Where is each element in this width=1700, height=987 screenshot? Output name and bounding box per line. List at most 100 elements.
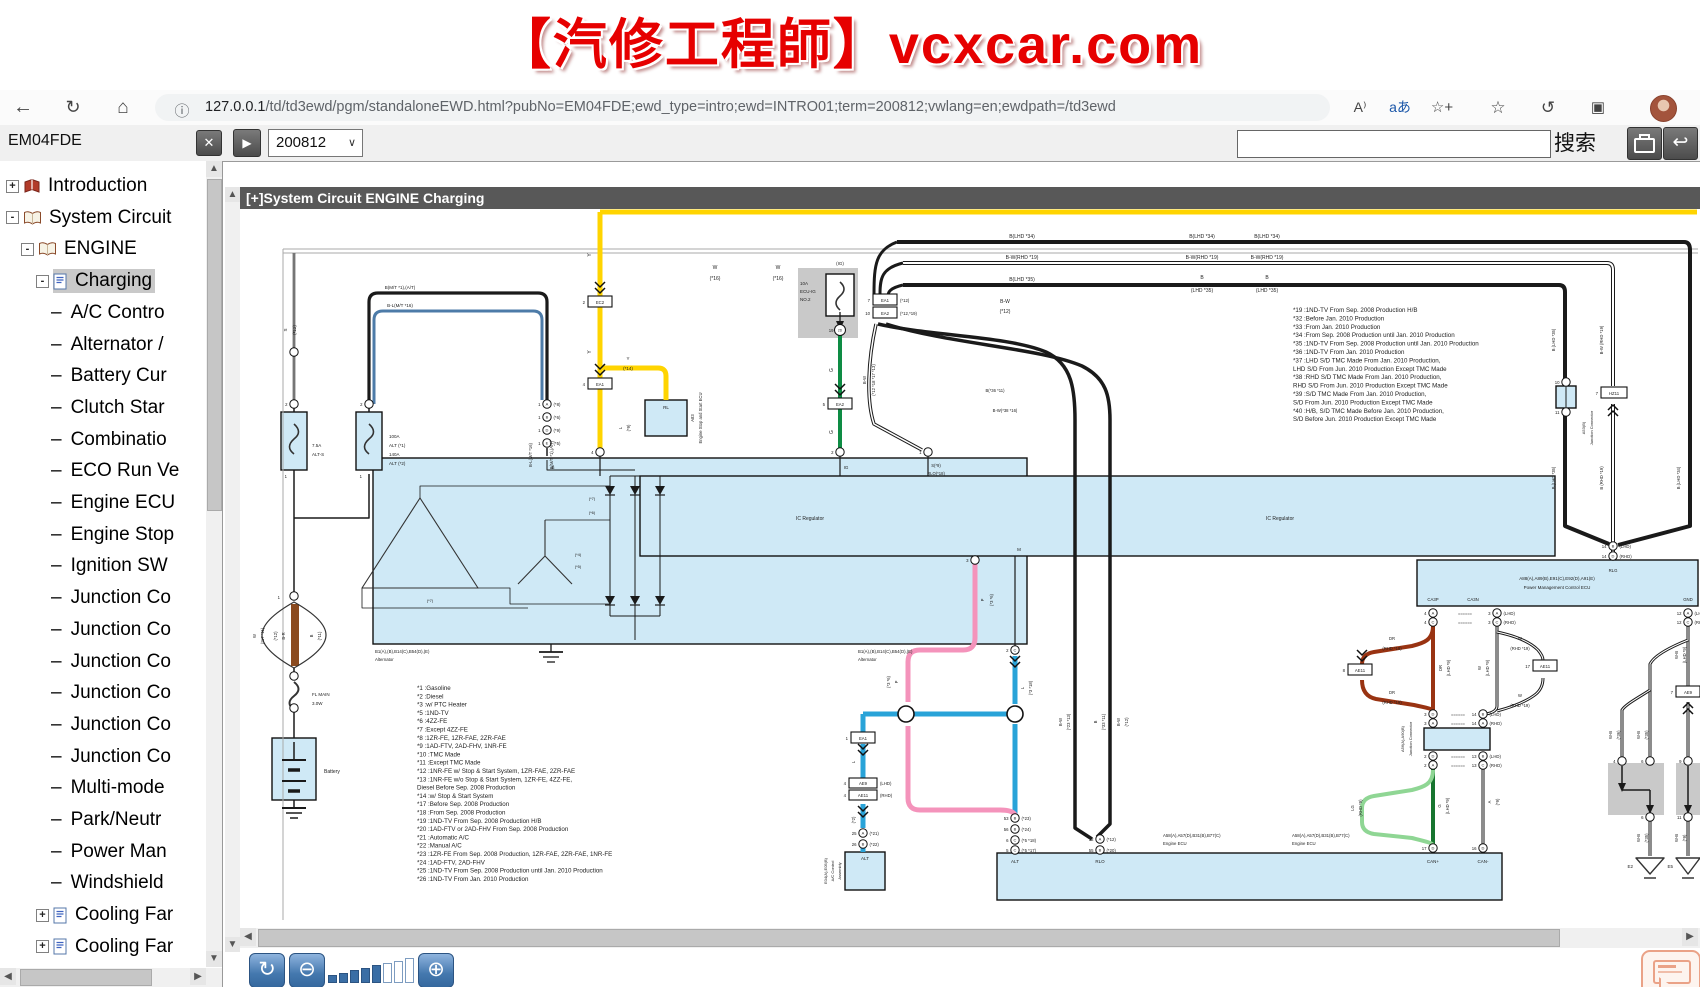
- wiring-diagram[interactable]: EC22EA14EA25EA17(*12)EA210(*12,*19)EA11A…: [240, 203, 1700, 925]
- svg-text:(*16): (*16): [773, 276, 784, 282]
- svg-text:10A: 10A: [800, 281, 808, 286]
- svg-text:B(*36 *11): B(*36 *11): [985, 388, 1005, 393]
- tree-item-battery-cur[interactable]: –Battery Cur: [51, 365, 167, 387]
- address-bar[interactable]: ⓘ 127.0.0.1/td/td3ewd/pgm/standaloneEWD.…: [155, 94, 1453, 121]
- svg-text:(*14): (*14): [623, 366, 633, 371]
- diagram-hscrollbar[interactable]: ◀ ▶: [240, 928, 1700, 948]
- browser-toolbar: ← ↻ ⌂ ⓘ 127.0.0.1/td/td3ewd/pgm/standalo…: [0, 90, 1700, 126]
- svg-text:*5 :1ND-TV: *5 :1ND-TV: [417, 710, 450, 717]
- home-icon[interactable]: ⌂: [117, 97, 129, 118]
- tree-item-a-c-contro[interactable]: –A/C Contro: [51, 301, 165, 323]
- capture-icon[interactable]: ▣: [1590, 99, 1606, 116]
- chevron-down-icon: ∨: [347, 137, 356, 149]
- tree-item-introduction[interactable]: +Introduction: [6, 171, 150, 201]
- svg-text:3: 3: [1424, 721, 1427, 726]
- tree-item-system-circuit[interactable]: -System Circuit: [6, 203, 174, 233]
- svg-text:Power Management Control ECU: Power Management Control ECU: [1524, 585, 1591, 590]
- reset-view-button[interactable]: ↻: [249, 953, 285, 987]
- refresh-icon[interactable]: ↻: [65, 97, 81, 117]
- svg-text:12: 12: [1677, 620, 1682, 625]
- svg-text:(*22): (*22): [870, 842, 880, 847]
- url-text[interactable]: 127.0.0.1/td/td3ewd/pgm/standaloneEWD.ht…: [205, 99, 1116, 115]
- tree-item-eco-run-ve[interactable]: –ECO Run Ve: [51, 460, 180, 482]
- svg-text:4: 4: [591, 450, 594, 455]
- term-dropdown[interactable]: 200812∨: [268, 129, 363, 157]
- read-aloud-icon[interactable]: A⁾: [1353, 99, 1367, 115]
- close-button[interactable]: ✕: [196, 130, 222, 156]
- tree-item-cooling-far[interactable]: +Cooling Far: [36, 932, 176, 962]
- svg-text:B-W(RHD *19): B-W(RHD *19): [1006, 255, 1039, 261]
- return-button[interactable]: ↩: [1663, 127, 1698, 160]
- feedback-chat-icon[interactable]: [1641, 950, 1700, 987]
- svg-text:Y: Y: [626, 356, 629, 361]
- tree-item-power-man[interactable]: –Power Man: [51, 840, 167, 862]
- publication-tab-label: EM04FDE: [8, 132, 82, 149]
- tree-item-cooling-far[interactable]: +Cooling Far: [36, 900, 176, 930]
- print-button[interactable]: [1627, 127, 1662, 160]
- add-favorite-icon[interactable]: ☆+: [1430, 99, 1454, 116]
- translate-icon[interactable]: aあ: [1389, 99, 1411, 115]
- svg-text:(LHD): (LHD): [1490, 712, 1502, 717]
- svg-text:EA1: EA1: [881, 298, 890, 303]
- svg-text:2: 2: [583, 300, 586, 305]
- expand-icon[interactable]: +: [36, 940, 49, 954]
- svg-text:AE11: AE11: [1540, 664, 1551, 669]
- sidebar-hscrollbar[interactable]: ◀ ▶: [0, 968, 222, 987]
- svg-text:*37 :LHD S/D TMC Made From Jan: *37 :LHD S/D TMC Made From Jan. 2010 Pro…: [1293, 357, 1441, 364]
- svg-text:B: B: [1482, 754, 1485, 759]
- svg-text:1: 1: [919, 450, 922, 455]
- tree-item-park-neutr[interactable]: –Park/Neutr: [51, 809, 162, 830]
- svg-text:*22 :Manual A/C: *22 :Manual A/C: [417, 843, 462, 850]
- collapse-icon[interactable]: -: [21, 242, 34, 256]
- svg-text:D: D: [1432, 712, 1435, 717]
- expand-icon[interactable]: +: [6, 179, 19, 193]
- favorites-icon[interactable]: ☆: [1490, 98, 1506, 117]
- leaf-dash: –: [51, 460, 62, 482]
- svg-text:Junction Connector: Junction Connector: [1408, 721, 1413, 756]
- site-info-icon[interactable]: ⓘ: [174, 103, 190, 120]
- zoom-in-button[interactable]: ⊕: [418, 953, 454, 987]
- diagram-vscrollbar[interactable]: ▲ ▼: [225, 187, 240, 952]
- zoom-level-indicator[interactable]: [328, 953, 416, 986]
- tree-item-junction-co[interactable]: –Junction Co: [51, 650, 171, 672]
- expand-icon[interactable]: [+]: [246, 190, 264, 206]
- tree-item-clutch-star[interactable]: –Clutch Star: [51, 396, 165, 418]
- play-button[interactable]: ▶: [233, 129, 261, 157]
- sidebar-vscrollbar[interactable]: ▲ ▼: [206, 161, 222, 967]
- svg-text:16: 16: [1472, 846, 1477, 851]
- svg-text:*34 :From Sep. 2008 Production: *34 :From Sep. 2008 Production until Jan…: [1293, 332, 1455, 339]
- tree-item-alternator-[interactable]: –Alternator /: [51, 333, 164, 355]
- tree-item-junction-co[interactable]: –Junction Co: [51, 682, 171, 704]
- svg-text:14: 14: [1472, 712, 1477, 717]
- svg-text:Assembly: Assembly: [837, 862, 842, 879]
- profile-avatar[interactable]: [1650, 95, 1677, 122]
- svg-text:Alternator: Alternator: [375, 657, 394, 662]
- history-icon[interactable]: ↺: [1540, 98, 1556, 117]
- svg-text:(LHD): (LHD): [880, 781, 892, 786]
- tree-item-junction-co[interactable]: –Junction Co: [51, 745, 171, 767]
- expand-icon[interactable]: +: [36, 908, 49, 922]
- svg-text:B-L(M/T *16): B-L(M/T *16): [528, 442, 533, 466]
- zoom-out-button[interactable]: ⊖: [289, 953, 325, 987]
- tree-item-ignition-sw[interactable]: –Ignition SW: [51, 555, 168, 577]
- tree-item-windshield[interactable]: –Windshield: [51, 872, 164, 894]
- tree-item-junction-co[interactable]: –Junction Co: [51, 587, 171, 609]
- tree-item-multi-mode[interactable]: –Multi-mode: [51, 777, 165, 799]
- svg-text:*1 :Gasoline: *1 :Gasoline: [417, 685, 451, 692]
- tree-item-junction-co[interactable]: –Junction Co: [51, 713, 171, 735]
- collapse-icon[interactable]: -: [6, 211, 19, 225]
- search-label[interactable]: 搜索: [1554, 132, 1596, 155]
- banner-text: 【汽修工程師】vcxcar.com: [496, 15, 1204, 75]
- back-icon[interactable]: ←: [13, 96, 33, 118]
- tree-item-engine-stop[interactable]: –Engine Stop: [51, 523, 175, 545]
- tree-item-junction-co[interactable]: –Junction Co: [51, 618, 171, 640]
- svg-text:*13 :1NR-FE w/o Stop & Start S: *13 :1NR-FE w/o Stop & Start System, 1ZR…: [417, 776, 572, 783]
- tree-item-engine-ecu[interactable]: –Engine ECU: [51, 492, 176, 513]
- tree-item-combinatio[interactable]: –Combinatio: [51, 428, 167, 450]
- tree-item-engine[interactable]: -ENGINE: [21, 234, 140, 264]
- search-input[interactable]: [1237, 130, 1551, 158]
- svg-text:(RHD *9): (RHD *9): [1358, 799, 1363, 817]
- collapse-icon[interactable]: -: [36, 274, 49, 288]
- tree-item-charging[interactable]: -Charging: [36, 266, 156, 296]
